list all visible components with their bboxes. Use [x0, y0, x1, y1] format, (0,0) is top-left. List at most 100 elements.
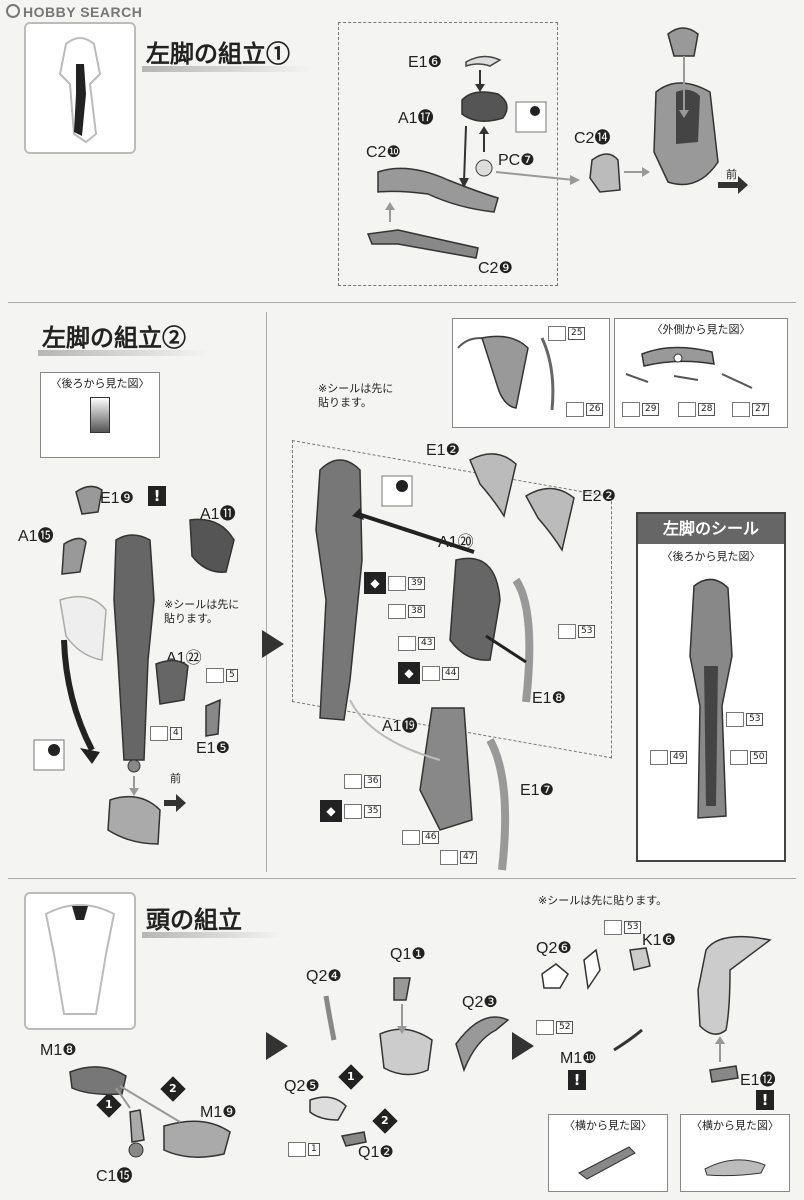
top-parts-drawing [457, 335, 753, 411]
sticker-icon [344, 803, 362, 819]
sticker-icon [388, 604, 406, 619]
head-left-drawing [69, 1066, 231, 1158]
side-view-label-a: 〈横から見た図〉 [564, 1119, 652, 1132]
section-divider-1 [8, 302, 796, 303]
seal-box-view-label: 〈後ろから見た図〉 [661, 550, 761, 563]
sticker-icon [422, 665, 440, 681]
label-m1-8: M1❽ [40, 1042, 77, 1059]
watermark-text: HOBBY SEARCH [23, 4, 143, 20]
sticker-25: 25 [548, 326, 586, 341]
reverse-arrow-icon: ◆ [364, 572, 386, 594]
warning-icon-e1-9: ! [148, 486, 166, 506]
section-divider-2 [8, 878, 796, 879]
label-e1-5: E1❺ [196, 740, 230, 757]
sticker-53: 53 [558, 624, 596, 639]
head-center-drawing [309, 977, 510, 1147]
sticker-icon [388, 575, 406, 591]
sticker-icon [536, 1020, 554, 1035]
overview-silhouette-icon [58, 37, 102, 144]
label-a1-11: A1⓫ [200, 506, 236, 523]
label-m1-9: M1❾ [200, 1104, 237, 1121]
title-underline-3 [142, 932, 282, 938]
label-c1-15: C1⓯ [96, 1168, 133, 1185]
label-q2-5: Q2❺ [284, 1078, 320, 1095]
side-view-box-a: 〈横から見た図〉 [548, 1114, 668, 1192]
sticker-icon [150, 726, 168, 741]
step-arrow-icon-1 [262, 630, 284, 658]
leg-2-center-drawing [315, 453, 575, 871]
sticker-icon [344, 774, 362, 789]
seal-box-title: 左脚のシール [638, 514, 784, 544]
sticker-icon [730, 750, 748, 765]
label-q2-3: Q2❸ [462, 994, 498, 1011]
front-arrow-icon-2 [164, 794, 186, 812]
sticker-47: 47 [440, 850, 478, 865]
section-title-left-leg-1: 左脚の組立① [146, 39, 290, 68]
overview-thumbnail-head [24, 892, 136, 1030]
label-a1-20: A1⑳ [438, 534, 474, 551]
reverse-arrow-icon: ◆ [398, 662, 420, 684]
sticker-38: 38 [388, 604, 426, 619]
label-c2-9: C2❾ [478, 260, 513, 277]
section-title-head: 頭の組立 [146, 905, 242, 934]
label-e1-9: E1❾ [100, 490, 134, 507]
side-view-part-icon-a [578, 1146, 636, 1180]
subassembly-box-1 [338, 22, 558, 286]
overview-head-silhouette-icon [44, 904, 116, 1015]
side-view-box-b: 〈横から見た図〉 [680, 1114, 790, 1192]
sticker-icon [288, 1142, 306, 1157]
title-underline-2 [38, 350, 208, 356]
seal-sticker-50: 50 [730, 750, 768, 765]
back-view-label: 〈後ろから見た図〉 [50, 377, 150, 390]
leg-2-left-drawing [33, 485, 235, 845]
label-q2-6: Q2❻ [536, 940, 572, 957]
seal-box-drawing [689, 578, 733, 819]
sticker-icon [440, 850, 458, 865]
sticker-27: 27 [732, 402, 770, 417]
sticker-39: ◆39 [364, 572, 426, 594]
sticker-29: 29 [622, 402, 660, 417]
label-c2-14: C2⓮ [574, 130, 611, 147]
back-view-box: 〈後ろから見た図〉 [40, 372, 160, 458]
sticker-icon [604, 920, 622, 935]
label-q1-2: Q1❷ [358, 1144, 394, 1161]
sticker-35: ◆35 [320, 800, 382, 822]
sticker-4: 4 [150, 726, 182, 741]
label-q2-4: Q2❹ [306, 968, 342, 985]
label-a1-15: A1⓯ [18, 528, 54, 545]
reverse-arrow-icon: ◆ [320, 800, 342, 822]
title-underline [142, 66, 312, 72]
sticker-icon [398, 636, 416, 651]
label-e1-6: E1❻ [408, 54, 442, 71]
step-arrow-icon-2 [266, 1032, 288, 1060]
label-k1-6: K1❻ [642, 932, 676, 949]
seal-sticker-49: 49 [650, 750, 688, 765]
sticker-43: 43 [398, 636, 436, 651]
back-view-part-icon [90, 397, 110, 433]
label-e1-8: E1❽ [532, 690, 566, 707]
label-e1-7: E1❼ [520, 782, 554, 799]
head-right-drawing [541, 935, 772, 1083]
sticker-5: 5 [206, 668, 238, 683]
sticker-icon [650, 750, 668, 765]
sticker-36: 36 [344, 774, 382, 789]
label-q1-1: Q1❶ [390, 946, 426, 963]
left-leg-seal-box: 左脚のシール 〈後ろから見た図〉 53 49 50 [636, 512, 786, 862]
sticker-icon [566, 402, 584, 417]
hobby-search-logo-icon [6, 4, 20, 18]
warning-icon-e1-12: ! [756, 1090, 774, 1110]
seal-note-b: ※シールは先に 貼ります。 [318, 382, 394, 409]
leg-1-parts-drawing [366, 27, 748, 259]
label-m1-10: M1❿ [560, 1050, 597, 1067]
section-2-vertical-divider [266, 312, 267, 872]
sticker-53-head: 53 [604, 920, 642, 935]
overview-thumbnail-leg [24, 22, 136, 154]
label-front-1: 前 [726, 168, 737, 181]
label-front-2: 前 [170, 772, 181, 785]
sticker-52: 52 [536, 1020, 574, 1035]
side-view-part-icon-b [704, 1159, 766, 1177]
step-arrow-icon-3 [512, 1032, 534, 1060]
sticker-icon [206, 668, 224, 683]
side-view-label-b: 〈横から見た図〉 [691, 1119, 779, 1132]
seal-note-head: ※シールは先に貼ります。 [538, 894, 668, 907]
